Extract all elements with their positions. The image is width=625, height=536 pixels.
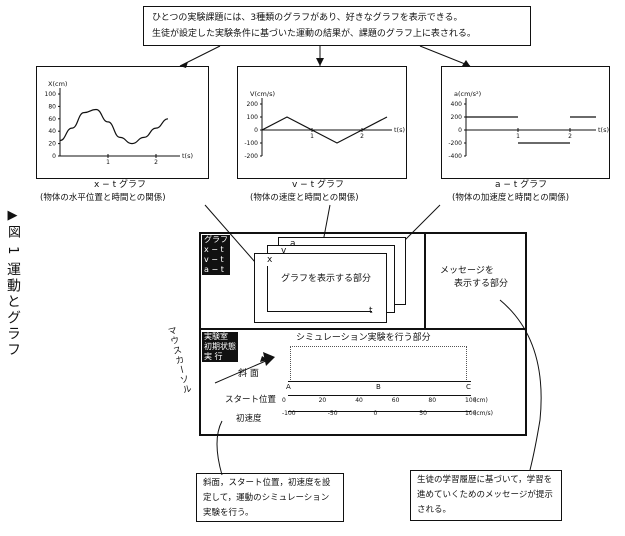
graph-2-ytick-label: 400 [451, 101, 463, 108]
graph-1-ytick-label: 0 [254, 127, 258, 134]
point-b-label: B [376, 383, 381, 391]
point-a-label: A [286, 383, 291, 391]
top-caption-line2: 生徒が設定した実験条件に基づいた運動の結果が、課題のグラフ上に表される。 [152, 29, 476, 39]
slope-track [288, 381, 471, 382]
start-position-tick-label: 80 [428, 397, 437, 404]
graph-0-ytick-label: 0 [52, 153, 56, 160]
initial-velocity-tick-label: -50 [327, 410, 338, 417]
sim-menu-lab[interactable]: 実験室 [202, 332, 238, 342]
graph-panel-at [441, 66, 610, 179]
graph-0-xtick-label: 2 [154, 159, 158, 166]
graph-panel-xt [36, 66, 209, 179]
graph-2-xtick-label: 2 [568, 133, 572, 140]
initial-velocity-tick-label: 0 [373, 410, 378, 417]
initial-velocity-tick-label: 50 [419, 410, 427, 417]
graph-card-x-xaxis [267, 311, 372, 312]
graph-2-xtick-label: 1 [516, 133, 520, 140]
start-position-slider[interactable] [288, 395, 471, 396]
graph-card-x [254, 253, 387, 323]
v-t-line [261, 116, 388, 144]
graph-0-ytick-label: 80 [48, 103, 56, 110]
graph-heading-vt: v − t グラフ [292, 180, 344, 190]
sim-menu-run[interactable]: 実 行 [202, 352, 238, 362]
callout-left: 斜面，スタート位置，初速度を設定して，運動のシミュレーション実験を行う。 [196, 473, 344, 522]
initial-velocity-tick-label: -100 [282, 410, 296, 417]
start-position-tick-label: 20 [318, 397, 327, 404]
graph-heading-at: a − t グラフ [495, 180, 548, 190]
graph-1-xtick-label: 2 [360, 133, 364, 140]
graph-card-x-yaxis [267, 266, 268, 312]
graph-2-xlabel: t(s) [598, 126, 609, 134]
graph-1-ytick-label: -100 [244, 140, 258, 147]
top-caption-box: ひとつの実験課題には、3種類のグラフがあり、好きなグラフを表示できる。 生徒が設… [143, 6, 531, 46]
graph-1-ylabel: V(cm/s) [250, 90, 275, 98]
message-area-line1: メッセージを [440, 266, 494, 276]
screen-horizontal-divider [199, 328, 527, 330]
graph-heading-xt: x − t グラフ [94, 180, 146, 190]
graph-menu: グラフ x − t v − t a − t [202, 235, 230, 275]
graph-2-ytick-label: -200 [448, 140, 462, 147]
graph-0-ylabel: X(cm) [48, 80, 67, 88]
graph-menu-at[interactable]: a − t [202, 265, 230, 275]
initial-velocity-unit: (cm/s) [474, 410, 493, 417]
graph-caption-xt: (物体の水平位置と時間との関係) [40, 193, 166, 203]
graph-0-ytick-label: 40 [48, 128, 56, 135]
sim-menu: 実験室 初期状態 実 行 [202, 332, 238, 362]
graph-menu-xt[interactable]: x − t [202, 245, 230, 255]
graph-1-ytick-label: 100 [247, 114, 259, 121]
graph-area-label: グラフを表示する部分 [281, 274, 372, 284]
graph-0-ytick-label: 20 [48, 141, 56, 148]
message-area-line2: 表示する部分 [454, 279, 509, 289]
graph-0-ytick-label: 60 [48, 116, 56, 123]
screen-frame [199, 232, 527, 436]
graph-2-ytick-label: 200 [451, 114, 463, 121]
graph-0-xtick-label: 1 [106, 159, 110, 166]
graph-2-ytick-label: 0 [458, 127, 462, 134]
initial-velocity-slider[interactable] [288, 411, 471, 412]
graph-0-ytick-label: 100 [45, 91, 57, 98]
graph-card-x-label: x [267, 255, 273, 265]
graph-card-v-label: v [281, 246, 287, 256]
start-position-tick-label: 0 [282, 397, 286, 404]
figure-title: 運動とグラフ [5, 262, 21, 358]
initial-velocity-label: 初速度 [236, 414, 262, 424]
point-c-label: C [466, 383, 471, 391]
graph-1-ytick-label: -200 [244, 153, 258, 160]
start-position-unit: (cm) [474, 397, 488, 404]
graph-menu-title: グラフ [202, 235, 230, 245]
graph-caption-at: (物体の加速度と時間との関係) [452, 193, 570, 203]
top-caption-line1: ひとつの実験課題には、3種類のグラフがあり、好きなグラフを表示できる。 [152, 13, 463, 23]
start-position-tick-label: 100 [465, 397, 477, 404]
graph-caption-vt: (物体の速度と時間との関係) [250, 193, 359, 203]
graph-0-xlabel: t(s) [182, 152, 193, 160]
sim-menu-init[interactable]: 初期状態 [202, 342, 238, 352]
x-t-curve [59, 108, 169, 145]
callout-right: 生徒の学習履歴に基づいて，学習を進めていくためのメッセージが提示される。 [410, 470, 562, 521]
graph-card-x-taxis-label: t [369, 306, 373, 316]
start-position-tick-label: 60 [391, 397, 400, 404]
callout-left-text: 斜面，スタート位置，初速度を設定して，運動のシミュレーション実験を行う。 [203, 478, 331, 518]
graph-1-xtick-label: 1 [310, 133, 314, 140]
callout-right-text: 生徒の学習履歴に基づいて，学習を進めていくためのメッセージが提示される。 [417, 475, 553, 515]
graph-2-ylabel: a(cm/s²) [454, 90, 481, 98]
start-position-label: スタート位置 [225, 395, 277, 405]
sim-title: シミュレーション実験を行う部分 [296, 333, 431, 343]
graph-2-ytick-label: -400 [448, 153, 462, 160]
start-position-tick-label: 40 [355, 397, 363, 404]
initial-velocity-tick-label: 100 [465, 410, 477, 417]
figure-label: ▶図 1 [5, 208, 20, 257]
graph-1-ytick-label: 200 [247, 101, 259, 108]
graph-card-a-label: a [290, 239, 296, 249]
screen-vertical-divider [424, 232, 426, 330]
graph-panel-vt [237, 66, 407, 179]
graph-menu-vt[interactable]: v − t [202, 255, 230, 265]
graph-1-xlabel: t(s) [394, 126, 405, 134]
